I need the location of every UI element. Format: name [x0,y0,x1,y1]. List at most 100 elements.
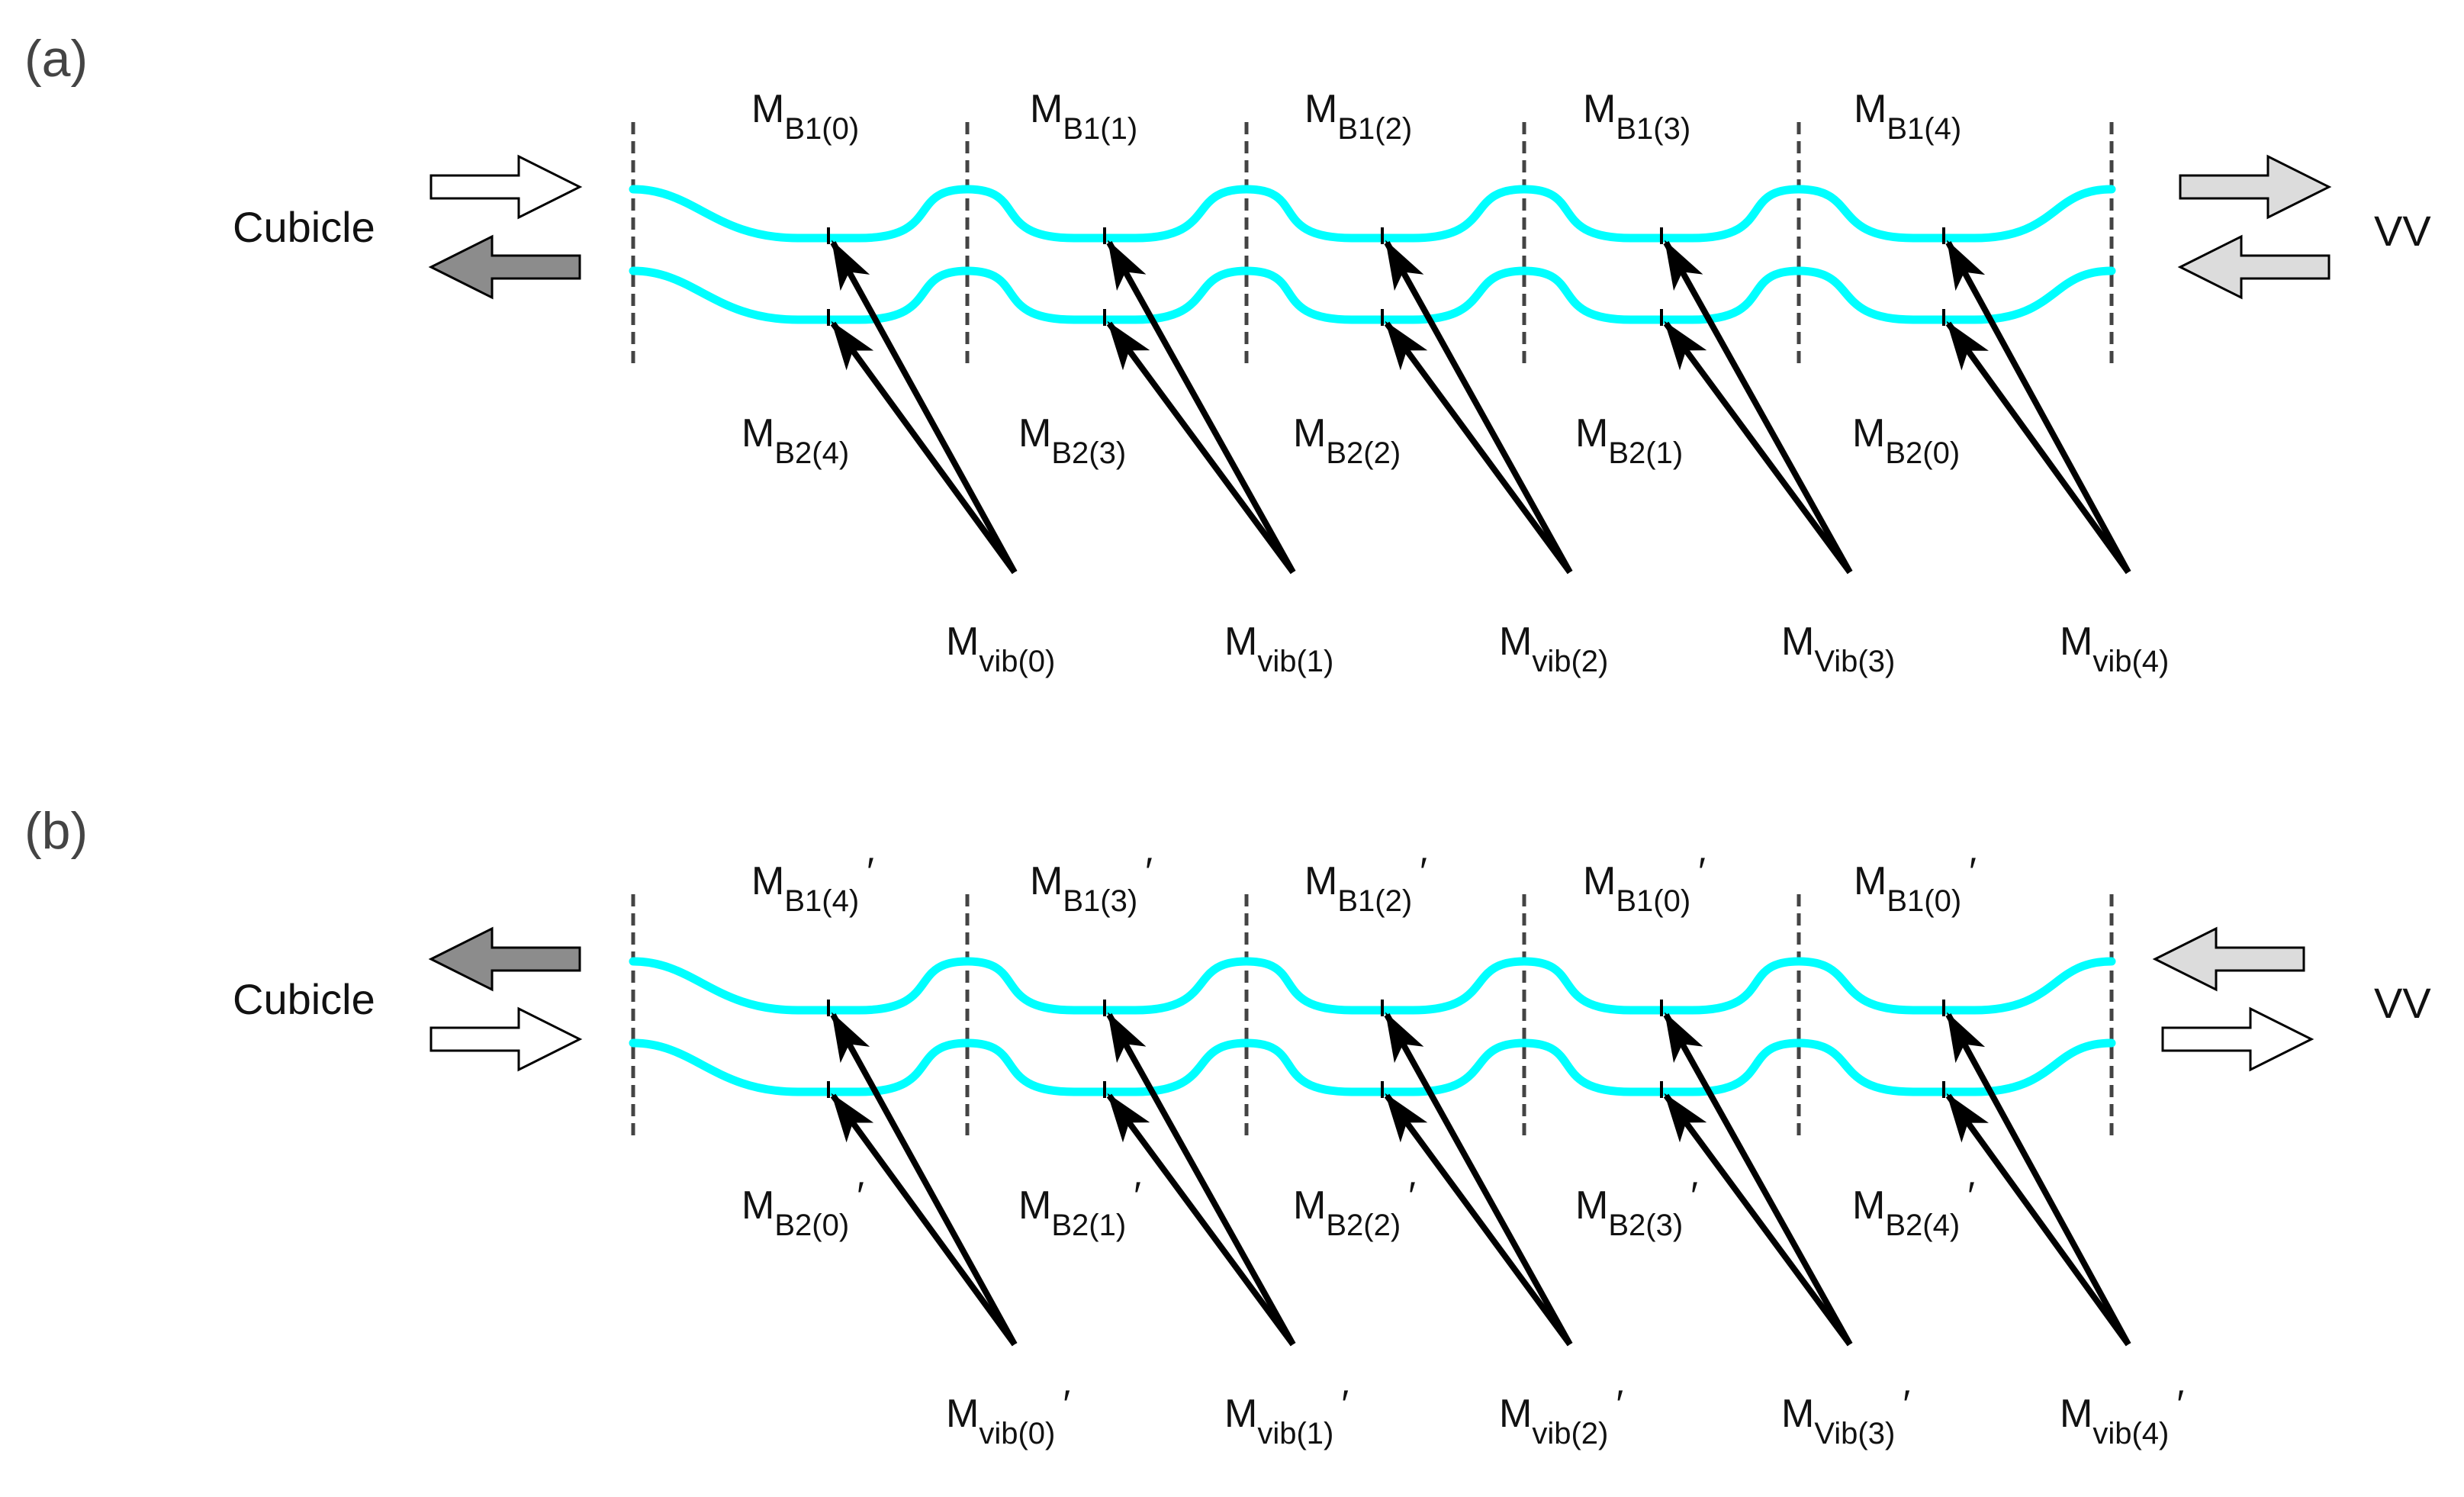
vib-label-base: M [1224,1392,1257,1436]
vv-label: VV [2374,207,2431,255]
b2-label-sub: B2(2) [1326,1209,1401,1242]
vib-label: Mvib(0) [946,620,1055,678]
b1-label-base: M [1583,859,1616,903]
b1-label-base: M [751,87,784,131]
b2-label: MB2(1) [1575,411,1683,470]
beam-line-upper [629,185,2116,243]
b1-label-base: M [1304,87,1337,131]
b2-label-sub: B2(3) [1608,1209,1683,1242]
b2-label: MB2(3) [1018,411,1126,470]
b2-label: MB2(0)′ [741,1174,864,1242]
b2-label-prime: ′ [1408,1174,1416,1219]
b1-label-sub: B1(0) [1616,884,1690,918]
b1-label-sub: B1(0) [784,112,859,146]
vib-arrow-lower [1663,320,1853,575]
b1-label: MB1(0)′ [1854,850,1977,918]
cubicle-label: Cubicle [233,975,375,1023]
vib-label-base: M [1499,620,1532,664]
b1-label-base: M [1030,87,1063,131]
beam-line-upper [629,957,2116,1015]
b1-label: MB1(4)′ [751,850,874,918]
b2-label-sub: B2(0) [1885,436,1960,470]
b2-label-base: M [1293,1183,1326,1228]
b1-label-sub: B1(3) [1063,884,1137,918]
cubicle-label: Cubicle [233,203,375,251]
b2-label: MB2(1)′ [1018,1174,1141,1242]
b2-label-base: M [1852,1183,1885,1228]
b2-label-sub: B2(4) [774,436,849,470]
b2-label-prime: ′ [1690,1174,1698,1219]
vib-label-sub: vib(2) [1532,645,1608,678]
cubicle-arrow-left [428,926,581,992]
panel-label: (a) [24,30,88,88]
vib-label-prime: ′ [1341,1383,1349,1427]
b1-label-prime: ′ [1420,850,1427,894]
b1-label: MB1(0)′ [1583,850,1706,918]
b1-label: MB1(4) [1854,87,1961,146]
cubicle-arrow-right [429,154,583,220]
vv-label: VV [2374,979,2431,1027]
beam-line-lower [629,1038,2116,1096]
vib-label: Mvib(2)′ [1499,1383,1623,1450]
vib-label-prime: ′ [1903,1383,1910,1427]
b2-label-prime: ′ [1967,1174,1975,1219]
b1-label-base: M [1854,859,1887,903]
vib-arrow-upper [1945,1012,2131,1346]
b1-label-prime: ′ [867,850,874,894]
vib-arrow-upper [1663,240,1853,574]
b1-label-sub: B1(2) [1337,112,1412,146]
b1-label-sub: B1(3) [1616,112,1690,146]
vib-label-base: M [946,620,979,664]
vib-arrow-lower [1945,320,2131,575]
vib-arrow-upper [1384,240,1573,574]
vib-label: Mvib(0)′ [946,1383,1070,1450]
vib-arrow-lower [1663,1093,1853,1347]
vv-arrow-right [2179,154,2332,220]
b1-label-sub: B1(2) [1337,884,1412,918]
vib-arrow-upper [1106,1012,1296,1346]
vv-arrow-left [2152,926,2305,992]
vib-arrow-upper [830,1012,1018,1346]
b2-label-sub: B2(4) [1885,1209,1960,1242]
b1-label-base: M [1304,859,1337,903]
vib-label-prime: ′ [1616,1383,1623,1427]
vib-label: MVib(3)′ [1781,1383,1910,1450]
b2-label-sub: B2(3) [1051,436,1126,470]
vib-label-prime: ′ [2176,1383,2184,1427]
b2-label: MB2(2)′ [1293,1174,1416,1242]
vib-label: Mvib(4)′ [2060,1383,2184,1450]
b1-label-sub: B1(4) [1887,112,1961,146]
vib-label-prime: ′ [1063,1383,1070,1427]
vib-label-base: M [1224,620,1257,664]
b2-label-sub: B2(0) [774,1209,849,1242]
b2-label-base: M [1575,411,1608,456]
b2-label-sub: B2(1) [1051,1209,1126,1242]
b1-label: MB1(3) [1583,87,1690,146]
b1-label: MB1(0) [751,87,859,146]
vib-label-base: M [1781,1392,1814,1436]
b2-label-sub: B2(1) [1608,436,1683,470]
b2-label-base: M [1852,411,1885,456]
cubicle-arrow-left [428,234,581,300]
b2-label-base: M [741,411,774,456]
b1-label-base: M [751,859,784,903]
vib-arrow-lower [1945,1093,2131,1347]
vib-arrow-upper [1945,240,2131,574]
b2-label-prime: ′ [857,1174,864,1219]
b1-label-base: M [1583,87,1616,131]
vib-label-sub: vib(1) [1257,1417,1333,1450]
vib-arrow-upper [1384,1012,1573,1346]
beam-line-lower [629,266,2116,324]
cubicle-arrow-right [429,1006,583,1072]
vib-label: Mvib(1) [1224,620,1333,678]
vib-arrow-lower [830,1093,1018,1347]
vib-label-base: M [1781,620,1814,664]
b1-label-prime: ′ [1145,850,1153,894]
b1-label: MB1(2) [1304,87,1412,146]
b2-label-sub: B2(2) [1326,436,1401,470]
vib-arrow-lower [1106,320,1296,575]
b2-label: MB2(2) [1293,411,1401,470]
b2-label-base: M [1293,411,1326,456]
